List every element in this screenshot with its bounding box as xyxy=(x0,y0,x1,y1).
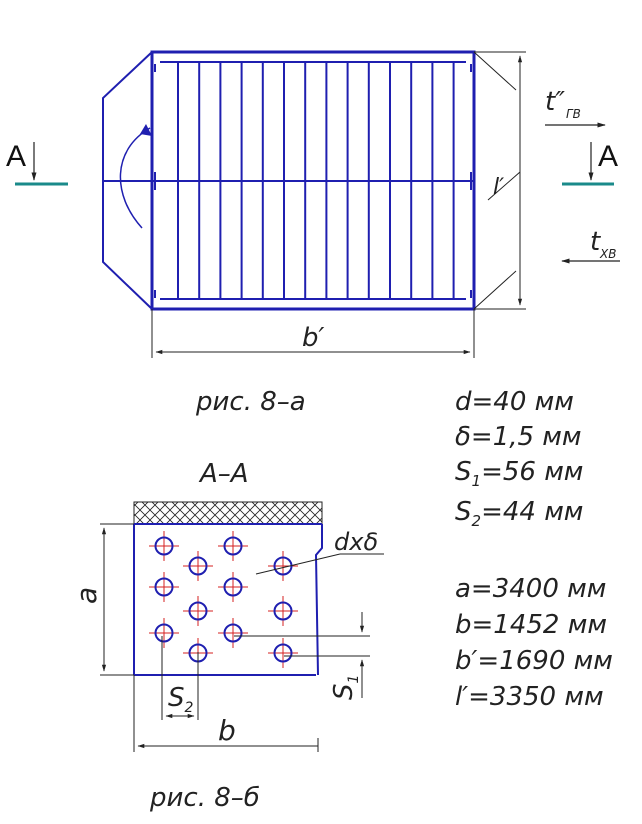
param-a: a=3400 мм xyxy=(455,574,606,604)
corner-marks xyxy=(154,64,472,298)
label-b: b xyxy=(218,714,236,747)
tube-bundle xyxy=(177,62,455,299)
tube-cross-section xyxy=(149,531,179,561)
tube-cross-section xyxy=(268,638,298,668)
parameters-block-1: d=40 мм δ=1,5 мм S1=56 мм S2=44 мм xyxy=(455,387,583,530)
tube-cross-section xyxy=(149,618,179,648)
section-title: А–А xyxy=(198,459,249,489)
dimension-a xyxy=(100,523,134,676)
flow-arrow-head xyxy=(140,124,152,136)
param-b-prime: b′=1690 мм xyxy=(455,646,613,676)
tube-cross-section xyxy=(183,596,213,626)
leader-d-delta xyxy=(255,553,384,575)
dimension-b-prime xyxy=(151,309,475,358)
figure-a: A A t″ ГВ t ХВ l′ xyxy=(6,50,620,417)
param-b: b=1452 мм xyxy=(455,610,607,640)
tube-cross-section xyxy=(183,551,213,581)
flow-arc xyxy=(119,127,151,229)
label-t-hot: t″ xyxy=(545,87,565,117)
dimension-l-prime xyxy=(473,51,526,310)
param-s1: S1=56 мм xyxy=(455,457,583,490)
tube-grid xyxy=(149,531,298,668)
header-rails xyxy=(103,61,474,300)
label-d-delta: dxδ xyxy=(334,528,378,556)
dimension-s2 xyxy=(161,636,199,720)
tube-cross-section xyxy=(268,596,298,626)
section-letter-left: A xyxy=(6,140,26,173)
param-delta: δ=1,5 мм xyxy=(455,422,582,452)
label-t-cold-sub: ХВ xyxy=(599,247,616,261)
dimension-b xyxy=(133,675,319,752)
tube-cross-section xyxy=(218,531,248,561)
tube-cross-section xyxy=(149,572,179,602)
tube-cross-section xyxy=(268,551,298,581)
label-t-hot-sub: ГВ xyxy=(566,107,581,121)
caption-8b: рис. 8–б xyxy=(149,783,260,813)
param-l-prime: l′=3350 мм xyxy=(455,682,604,712)
label-t-cold: t xyxy=(590,227,601,257)
dimension-s1 xyxy=(234,612,370,698)
param-s2: S2=44 мм xyxy=(455,497,583,530)
label-b-prime: b′ xyxy=(302,323,325,353)
label-s1: S1 xyxy=(329,675,362,700)
label-s2: S2 xyxy=(168,683,194,716)
section-letter-right: A xyxy=(598,140,618,173)
param-d: d=40 мм xyxy=(455,387,574,417)
label-l-prime: l′ xyxy=(493,175,504,200)
label-a: a xyxy=(70,587,103,604)
hot-water-outlet: t″ ГВ xyxy=(545,87,606,128)
hatched-wall xyxy=(133,501,323,525)
parameters-block-2: a=3400 мм b=1452 мм b′=1690 мм l′=3350 м… xyxy=(455,574,613,712)
section-cut-right: A xyxy=(562,140,618,186)
cold-water-inlet: t ХВ xyxy=(561,227,620,264)
figure-b: А–А a b S2 xyxy=(70,459,384,813)
caption-8a: рис. 8–а xyxy=(195,387,306,417)
section-outline xyxy=(133,523,323,676)
tube-cross-section xyxy=(218,618,248,648)
tube-cross-section xyxy=(218,572,248,602)
section-cut-left: A xyxy=(6,140,68,186)
